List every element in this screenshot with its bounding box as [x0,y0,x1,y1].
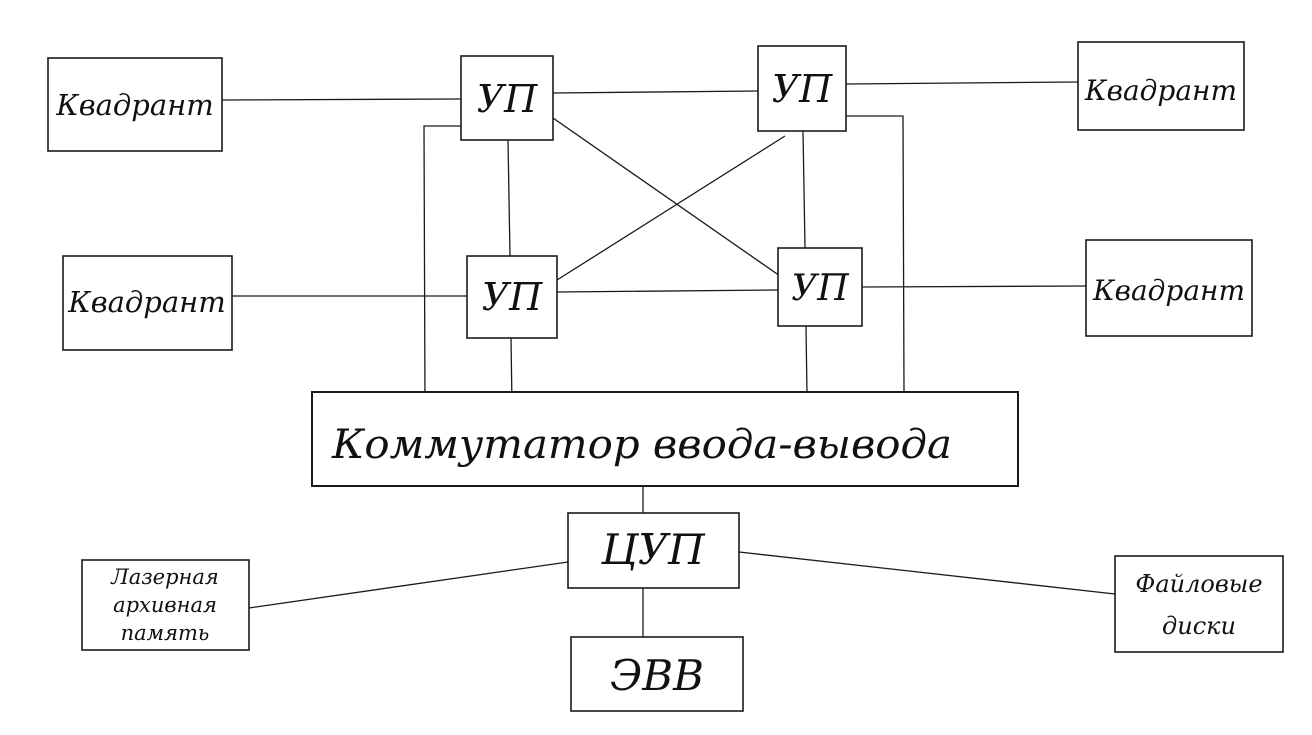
cp-mid-right-label: УП [791,268,849,309]
laser-memory-line-3: память [121,621,210,645]
quadrant-mid-left-label: Квадрант [67,285,225,319]
file-disks-line-1: Файловые [1135,570,1262,598]
wire-bus-right [846,115,905,393]
connections [221,81,1116,637]
laser-memory-node: Лазерная архивная память [81,559,250,651]
cp-mid-left-node: УП [466,255,558,339]
quadrant-top-left-label: Квадрант [55,88,213,122]
wire-cp-ml-to-cp-mr [556,289,779,293]
quadrant-mid-right-node: Квадрант [1085,239,1253,337]
wire-cp-tl-to-cp-tr [552,90,759,94]
io-switch-node: Коммутатор ввода-вывода [311,391,1019,487]
wire-cp-mr-to-switch [805,325,808,395]
quadrant-top-right-node: Квадрант [1077,41,1245,131]
wire-central-cp-to-laser-memory [248,561,569,609]
central-cp-node: ЦУП [567,512,740,589]
evv-label: ЭВВ [610,651,704,700]
cp-top-right-node: УП [757,45,847,132]
cp-top-right-label: УП [772,67,833,111]
quadrant-top-right-label: Квадрант [1084,74,1237,107]
wire-cp-tr-to-cp-mr [802,130,806,249]
wire-cp-tl-to-cp-ml [507,139,511,257]
cp-mid-left-label: УП [482,275,543,319]
wire-cp-ml-to-cp-tr-diagonal [556,135,786,281]
laser-memory-line-2: архивная [113,593,217,617]
wire-cp-tl-to-cp-mr-diagonal [552,117,781,277]
quadrant-mid-right-label: Квадрант [1092,274,1245,307]
quadrant-top-left-node: Квадрант [47,57,223,152]
file-disks-line-2: диски [1162,612,1236,640]
file-disks-node: Файловые диски [1114,555,1284,653]
wire-cp-tr-to-quadrant-tr [845,81,1079,85]
quadrant-mid-left-node: Квадрант [62,255,233,351]
evv-node: ЭВВ [570,636,744,712]
cp-top-left-node: УП [460,55,554,141]
io-switch-label: Коммутатор ввода-вывода [331,422,952,468]
cp-mid-right-node: УП [777,247,863,327]
wire-central-cp-to-file-disks [738,551,1116,595]
laser-memory-line-1: Лазерная [110,565,219,589]
central-cp-label: ЦУП [600,525,706,574]
cp-top-left-label: УП [477,77,538,121]
wire-cp-mr-to-quadrant-mr [861,285,1087,288]
wire-quadrant-tl-to-cp-tl [221,98,462,101]
wire-bus-left [423,125,461,408]
